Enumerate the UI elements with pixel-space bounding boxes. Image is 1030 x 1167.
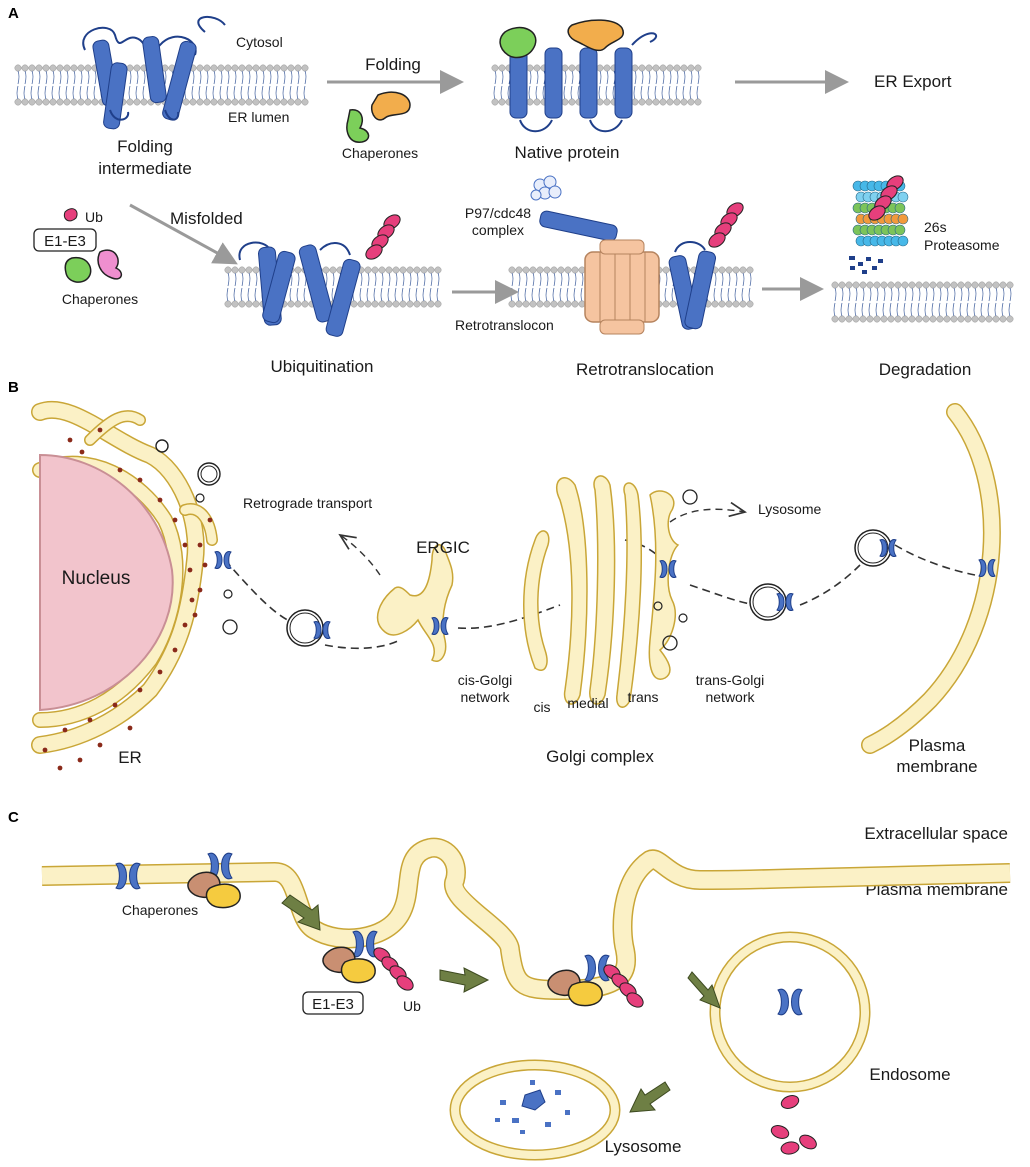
trans-golgi-label-1: trans-Golgi	[696, 672, 764, 688]
ubiquitination-label: Ubiquitination	[270, 357, 373, 376]
lysosome-c-membrane	[451, 1061, 619, 1159]
retrograde-label: Retrograde transport	[243, 495, 372, 511]
panel-c-letter: C	[8, 809, 19, 826]
ubiquitinated-protein	[238, 241, 361, 337]
native-protein	[499, 19, 658, 133]
retrotranslocated-helices	[668, 241, 717, 330]
retrograde-arrow	[338, 533, 381, 576]
trans-label: trans	[627, 689, 658, 705]
ubiquitin-chain-2	[708, 202, 744, 248]
ergic-shape	[376, 544, 454, 662]
golgi-complex-label: Golgi complex	[546, 747, 654, 766]
p97-complex	[530, 175, 562, 201]
free-ubiquitin	[770, 1095, 817, 1155]
golgi-vesicle-3	[678, 613, 688, 623]
extracted-helix	[539, 210, 618, 242]
chaperone-green-shape	[346, 109, 370, 143]
cargo-proteins-b	[214, 539, 996, 639]
retrotranslocation-label: Retrotranslocation	[576, 360, 714, 379]
e1e3-c-box	[302, 991, 364, 1015]
ub-label: Ub	[85, 209, 103, 225]
degradation-label: Degradation	[879, 360, 972, 379]
plasma-membrane-b-fill	[862, 404, 1000, 753]
lysosome-arrow	[669, 501, 748, 523]
folding-label: Folding	[365, 55, 421, 74]
endosome-membrane	[711, 933, 869, 1091]
endoplasmic-reticulum	[31, 400, 218, 754]
ergic-label: ERGIC	[416, 538, 470, 557]
proteasome-label-2: Proteasome	[924, 237, 1000, 253]
chaperones-2-label: Chaperones	[62, 291, 138, 307]
chaperone-yellow-1	[205, 883, 241, 909]
ubiquitin-chain-1	[365, 214, 401, 260]
panel-b-letter: B	[8, 379, 19, 396]
ubiquitin-chain-3	[868, 175, 904, 221]
retrotranslocon	[584, 239, 660, 335]
anterograde-path-2	[624, 539, 976, 606]
chaperone-yellow-2	[340, 958, 376, 984]
medial-label: medial	[567, 695, 608, 711]
trans-golgi-label-2: network	[705, 689, 755, 705]
membrane-a5	[831, 281, 1014, 323]
e1e3-c-label: E1-E3	[312, 996, 354, 1013]
folding-intermediate-label-1: Folding	[117, 137, 173, 156]
panel-a-letter: A	[8, 5, 19, 22]
folding-intermediate-protein	[82, 15, 226, 130]
plasma-membrane-c	[41, 837, 1011, 1000]
golgi-vesicle-1	[682, 489, 698, 505]
golgi-vesicle-4	[662, 635, 678, 651]
er-export-label: ER Export	[874, 72, 952, 91]
plasma-label-1: Plasma	[909, 736, 966, 755]
endosome-label: Endosome	[869, 1065, 950, 1084]
extracellular-label: Extracellular space	[864, 824, 1008, 843]
ubiquitin-icon	[63, 208, 78, 222]
misfolded-arrow	[129, 203, 238, 265]
vesicles-er	[155, 439, 238, 635]
nucleus-shape	[39, 453, 174, 712]
chaperones-c-label: Chaperones	[122, 902, 198, 918]
proteasome-label-1: 26s	[924, 219, 947, 235]
ubiquitin-chain-c2	[603, 964, 644, 1008]
green-arrows	[281, 894, 721, 1113]
chaperones-label: Chaperones	[342, 145, 418, 161]
plasma-label-2: membrane	[896, 757, 977, 776]
p97-label-1: P97/cdc48	[465, 205, 531, 221]
folding-intermediate-label-2: intermediate	[98, 159, 192, 178]
er-lumen-label: ER lumen	[228, 109, 289, 125]
chaperone-yellow-3	[567, 981, 603, 1007]
er-label: ER	[118, 748, 142, 767]
misfolded-label: Misfolded	[170, 209, 243, 228]
cis-label: cis	[533, 699, 550, 715]
p97-label-2: complex	[472, 222, 524, 238]
e1e3-box	[33, 228, 97, 252]
lysosome-c-label: Lysosome	[605, 1137, 682, 1156]
ub-c-label: Ub	[403, 998, 421, 1014]
peptide-fragments-a	[849, 256, 883, 274]
golgi-vesicle-2	[653, 601, 663, 611]
degraded-fragments	[495, 1080, 570, 1134]
ubiquitin-chain-c1	[373, 947, 414, 991]
native-protein-label: Native protein	[515, 143, 620, 162]
cytosol-label: Cytosol	[236, 34, 283, 50]
chaperone-pink	[97, 249, 123, 280]
nucleus-label: Nucleus	[62, 568, 131, 589]
e1e3-label: E1-E3	[44, 233, 86, 250]
golgi-cisternae	[523, 475, 680, 708]
lysosome-b-label: Lysosome	[758, 501, 822, 517]
chaperone-green-2	[64, 256, 92, 283]
ribosomes	[42, 427, 213, 771]
retrotranslocon-label: Retrotranslocon	[455, 317, 554, 333]
transport-vesicle-3-inner	[857, 532, 889, 564]
chaperone-orange-shape	[370, 91, 411, 121]
cis-golgi-label-1: cis-Golgi	[458, 672, 512, 688]
cis-golgi-label-2: network	[460, 689, 510, 705]
